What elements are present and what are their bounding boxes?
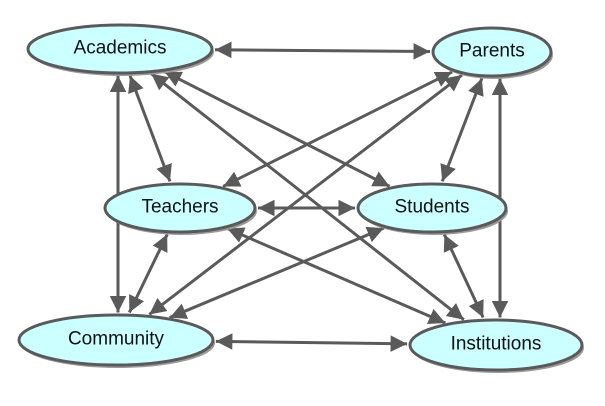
arrow-students-institutions xyxy=(442,233,485,319)
node-label: Students xyxy=(395,197,470,218)
node-ellipse xyxy=(17,313,215,367)
node-ellipse xyxy=(431,26,553,78)
arrow-students-community xyxy=(169,226,385,319)
arrow-teachers-community xyxy=(127,233,169,314)
node-ellipse xyxy=(103,182,257,234)
arrow-academics-teachers xyxy=(128,75,172,182)
node-community: Community xyxy=(17,313,215,368)
node-parents: Parents xyxy=(431,26,553,79)
edges xyxy=(109,41,509,352)
node-ellipse xyxy=(356,182,508,234)
arrow-academics-students xyxy=(163,70,391,188)
node-academics: Academics xyxy=(26,23,214,76)
node-ellipse xyxy=(26,23,214,75)
node-students: Students xyxy=(356,182,508,235)
arrow-teachers-institutions xyxy=(226,227,446,325)
arrow-academics-parents xyxy=(214,41,431,60)
node-ellipse xyxy=(408,318,584,372)
arrow-community-institutions xyxy=(215,333,408,352)
node-label: Teachers xyxy=(141,197,218,218)
node-institutions: Institutions xyxy=(408,318,584,373)
arrow-parents-students xyxy=(440,77,484,182)
node-label: Community xyxy=(68,329,165,350)
node-label: Parents xyxy=(459,41,524,62)
node-label: Academics xyxy=(74,38,167,59)
node-teachers: Teachers xyxy=(103,182,257,235)
node-label: Institutions xyxy=(451,334,542,355)
